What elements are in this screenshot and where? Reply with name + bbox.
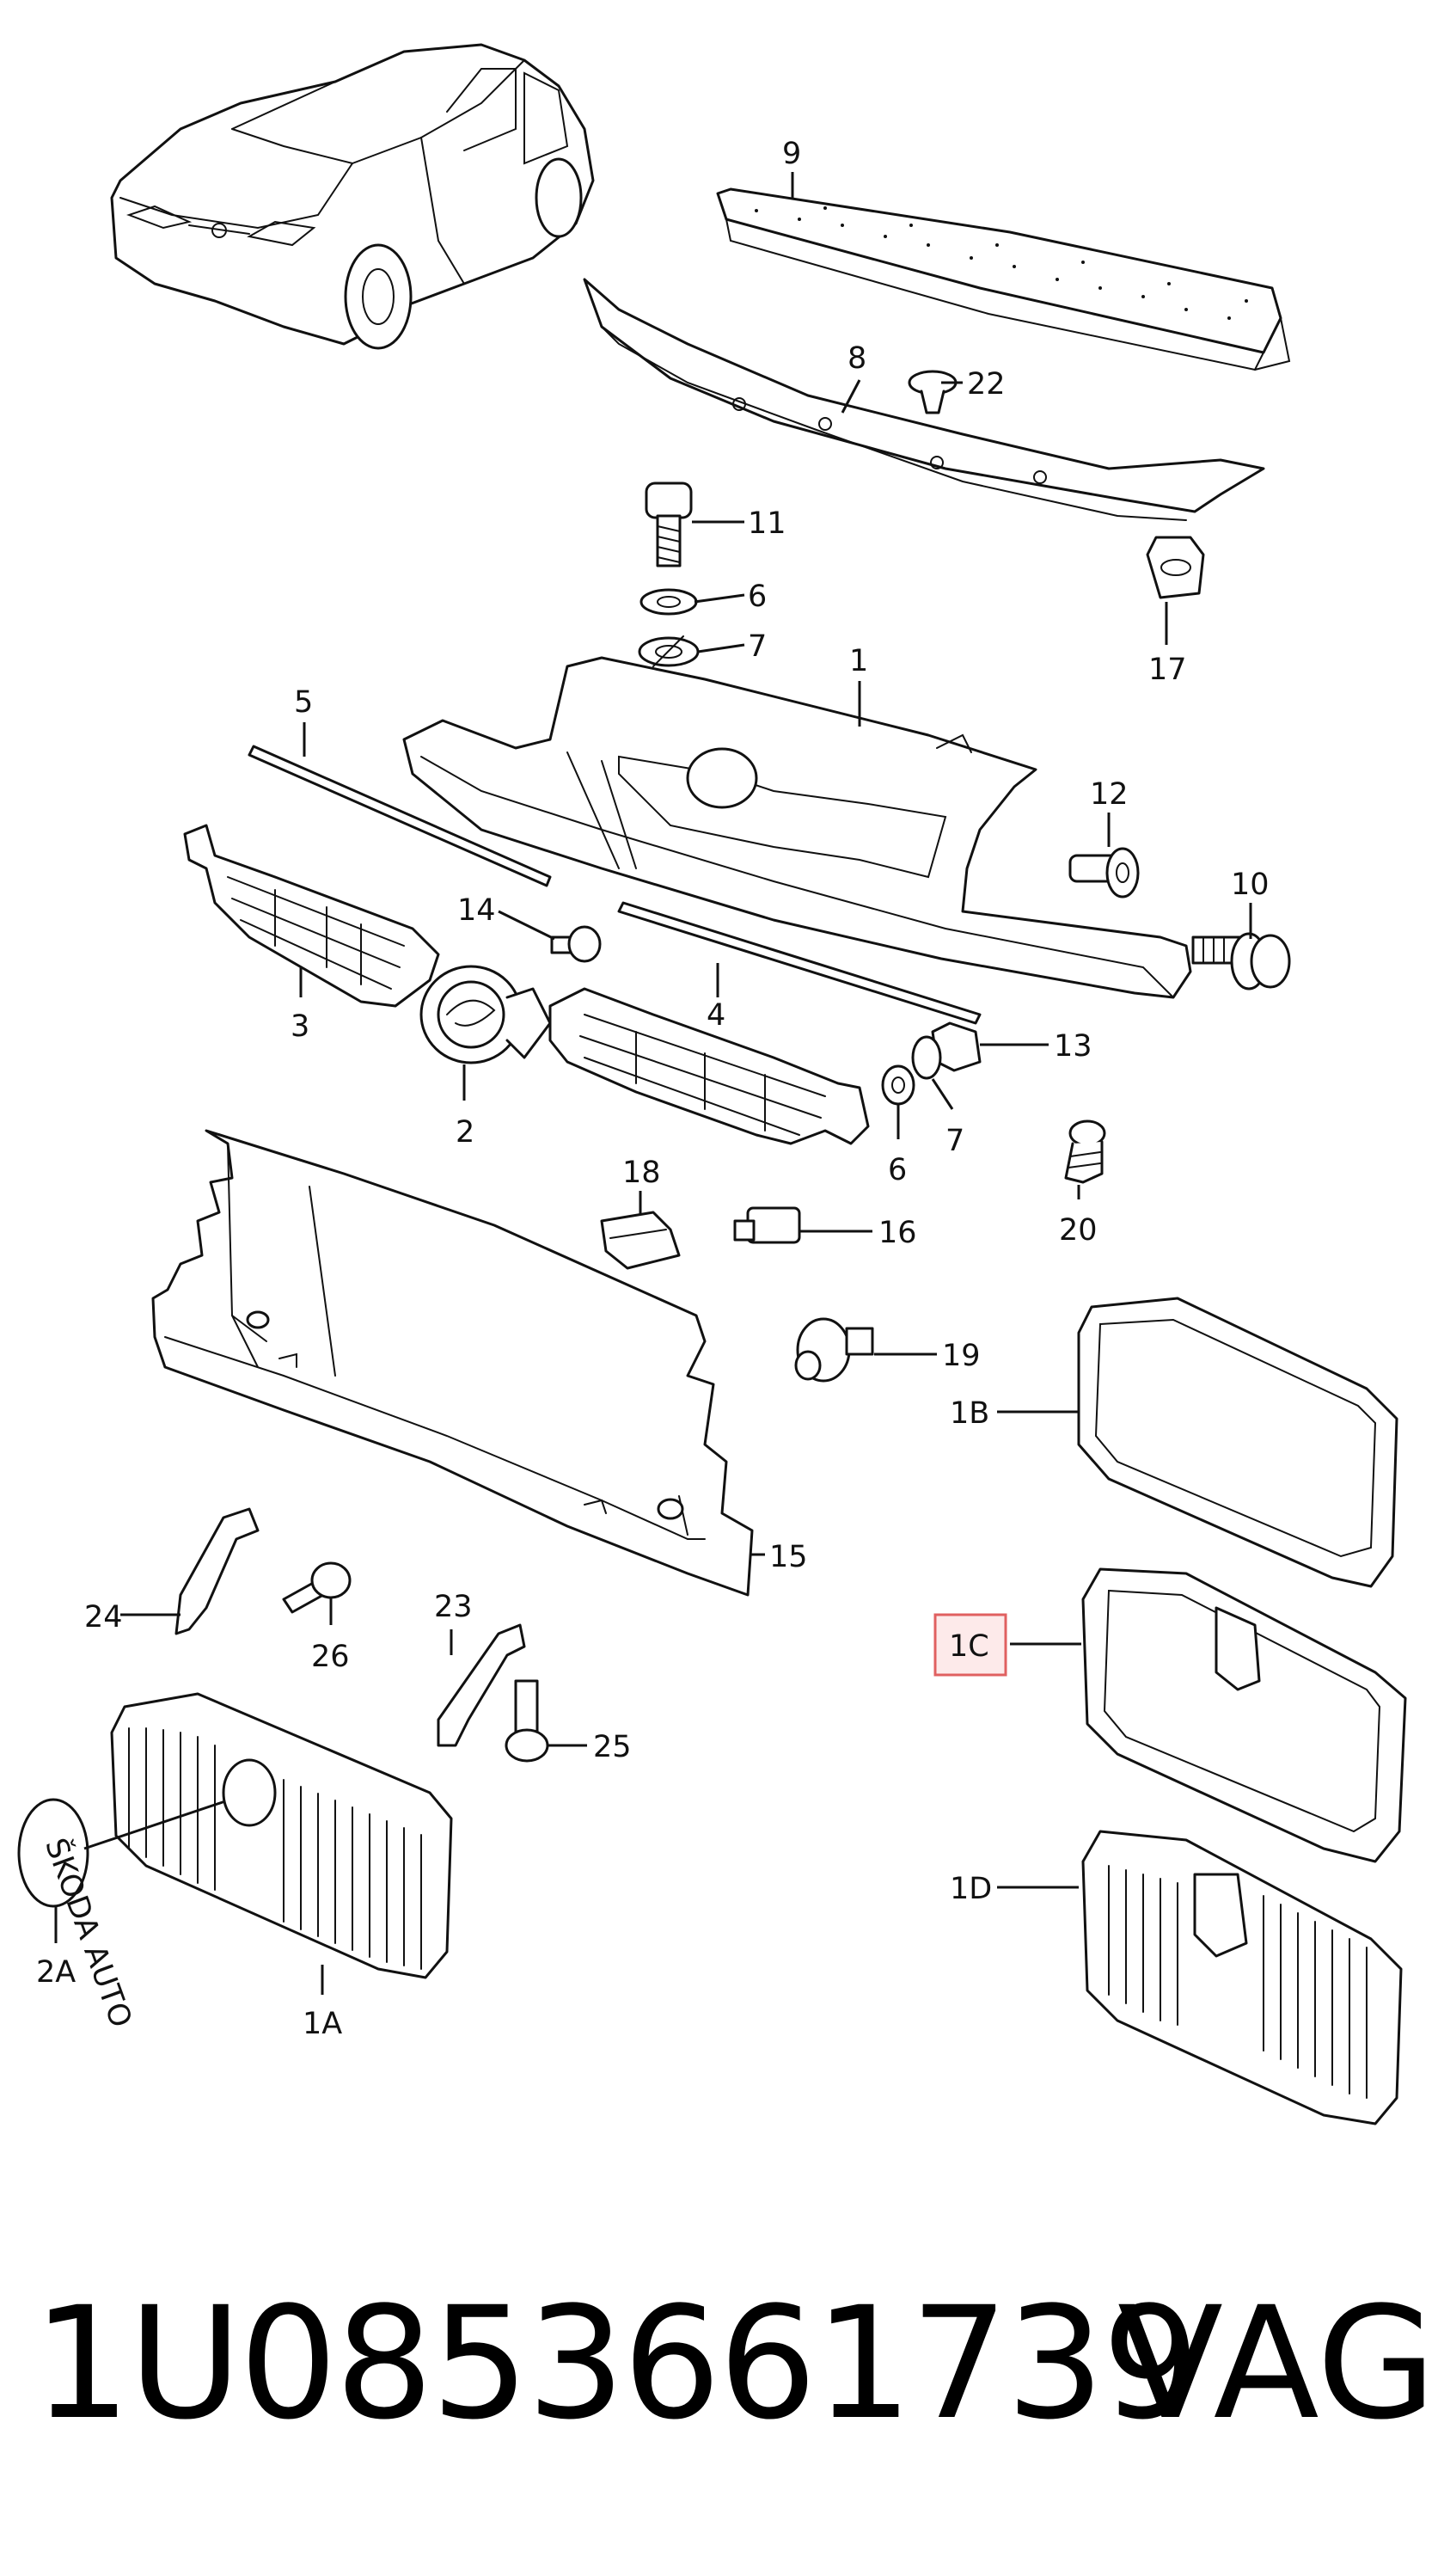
callout-25: 25 bbox=[593, 1730, 632, 1764]
callout-10: 10 bbox=[1231, 868, 1270, 902]
callout-5: 5 bbox=[294, 685, 313, 720]
part-number: 1U0853661739 bbox=[33, 2274, 1200, 2454]
callout-labels: 9 8 22 11 6 7 17 1 5 12 10 14 3 4 13 2 7… bbox=[36, 137, 1270, 2041]
part-6-washer-upper bbox=[639, 588, 698, 616]
callout-17: 17 bbox=[1148, 653, 1187, 687]
callout-1D: 1D bbox=[950, 1872, 992, 1906]
part-8-cover-strip bbox=[583, 278, 1265, 521]
foam-texture bbox=[755, 206, 1248, 320]
part-1C-frame bbox=[1081, 1567, 1407, 1863]
callout-11: 11 bbox=[748, 506, 786, 541]
part-9-foam-bar bbox=[716, 187, 1291, 371]
part-18-clip bbox=[600, 1211, 681, 1270]
highlight-box-1C bbox=[933, 1613, 1007, 1677]
callout-20: 20 bbox=[1059, 1213, 1098, 1248]
part-23-bracket bbox=[437, 1623, 526, 1747]
part-15-air-guide bbox=[151, 1129, 754, 1597]
part-1-grille-frame bbox=[402, 656, 1192, 999]
callout-6a: 6 bbox=[748, 580, 767, 614]
callout-6b: 6 bbox=[888, 1153, 907, 1187]
callout-1C: 1C bbox=[949, 1629, 989, 1664]
part-12-plug bbox=[1068, 847, 1140, 899]
callout-2: 2 bbox=[456, 1115, 474, 1150]
part-22-clip bbox=[908, 370, 958, 414]
part-3-right-grille bbox=[548, 987, 870, 1145]
part-7-spring-washer-upper bbox=[638, 635, 700, 667]
callout-1B: 1B bbox=[950, 1396, 989, 1431]
leader-lines bbox=[54, 172, 1252, 1995]
callout-19: 19 bbox=[942, 1339, 981, 1373]
part-1D-grille bbox=[1081, 1830, 1403, 2125]
badge-text: ŠKODA AUTO bbox=[38, 1833, 139, 2032]
part-26-bolt bbox=[282, 1561, 352, 1614]
part-24-bracket bbox=[174, 1507, 260, 1635]
parts-diagram: ŠKODA AUTO bbox=[17, 43, 1407, 2125]
part-14-screw bbox=[550, 925, 602, 963]
callout-22: 22 bbox=[967, 367, 1006, 402]
callout-12: 12 bbox=[1090, 777, 1129, 812]
part-4-trim-strip bbox=[617, 901, 982, 1025]
callout-16: 16 bbox=[878, 1216, 917, 1250]
part-7-spring-washer-lower bbox=[911, 1035, 942, 1080]
callout-1: 1 bbox=[849, 644, 868, 678]
part-3-left-grille bbox=[183, 824, 440, 1008]
part-1A-grille bbox=[110, 1692, 453, 1979]
callout-24: 24 bbox=[84, 1600, 123, 1635]
callout-14: 14 bbox=[457, 893, 496, 928]
callout-1A: 1A bbox=[303, 2007, 342, 2041]
callout-26: 26 bbox=[311, 1640, 350, 1674]
callout-8: 8 bbox=[848, 341, 866, 376]
part-17-nut bbox=[1146, 536, 1205, 599]
part-11-screw bbox=[645, 481, 693, 567]
part-10-bolt bbox=[1191, 932, 1291, 991]
callout-3: 3 bbox=[291, 1009, 309, 1044]
car-illustration bbox=[110, 43, 595, 350]
part-16-clip bbox=[733, 1206, 801, 1244]
brand-label: VAG bbox=[1117, 2274, 1437, 2454]
part-2-emblem bbox=[419, 965, 552, 1064]
callout-18: 18 bbox=[622, 1156, 661, 1190]
part-19-rivet bbox=[794, 1317, 874, 1383]
part-20-plug bbox=[1064, 1119, 1106, 1184]
callout-2A: 2A bbox=[36, 1955, 76, 1990]
callout-7b: 7 bbox=[945, 1124, 964, 1158]
callout-15: 15 bbox=[769, 1540, 808, 1574]
part-5-trim-strip bbox=[248, 745, 552, 887]
callout-4: 4 bbox=[707, 998, 725, 1033]
part-6-washer-lower bbox=[881, 1064, 915, 1106]
callout-9: 9 bbox=[782, 137, 801, 171]
part-25-bolt bbox=[505, 1679, 549, 1763]
callout-23: 23 bbox=[434, 1590, 473, 1624]
part-1B-frame bbox=[1077, 1297, 1398, 1588]
callout-13: 13 bbox=[1054, 1029, 1092, 1064]
callout-7a: 7 bbox=[748, 629, 767, 664]
